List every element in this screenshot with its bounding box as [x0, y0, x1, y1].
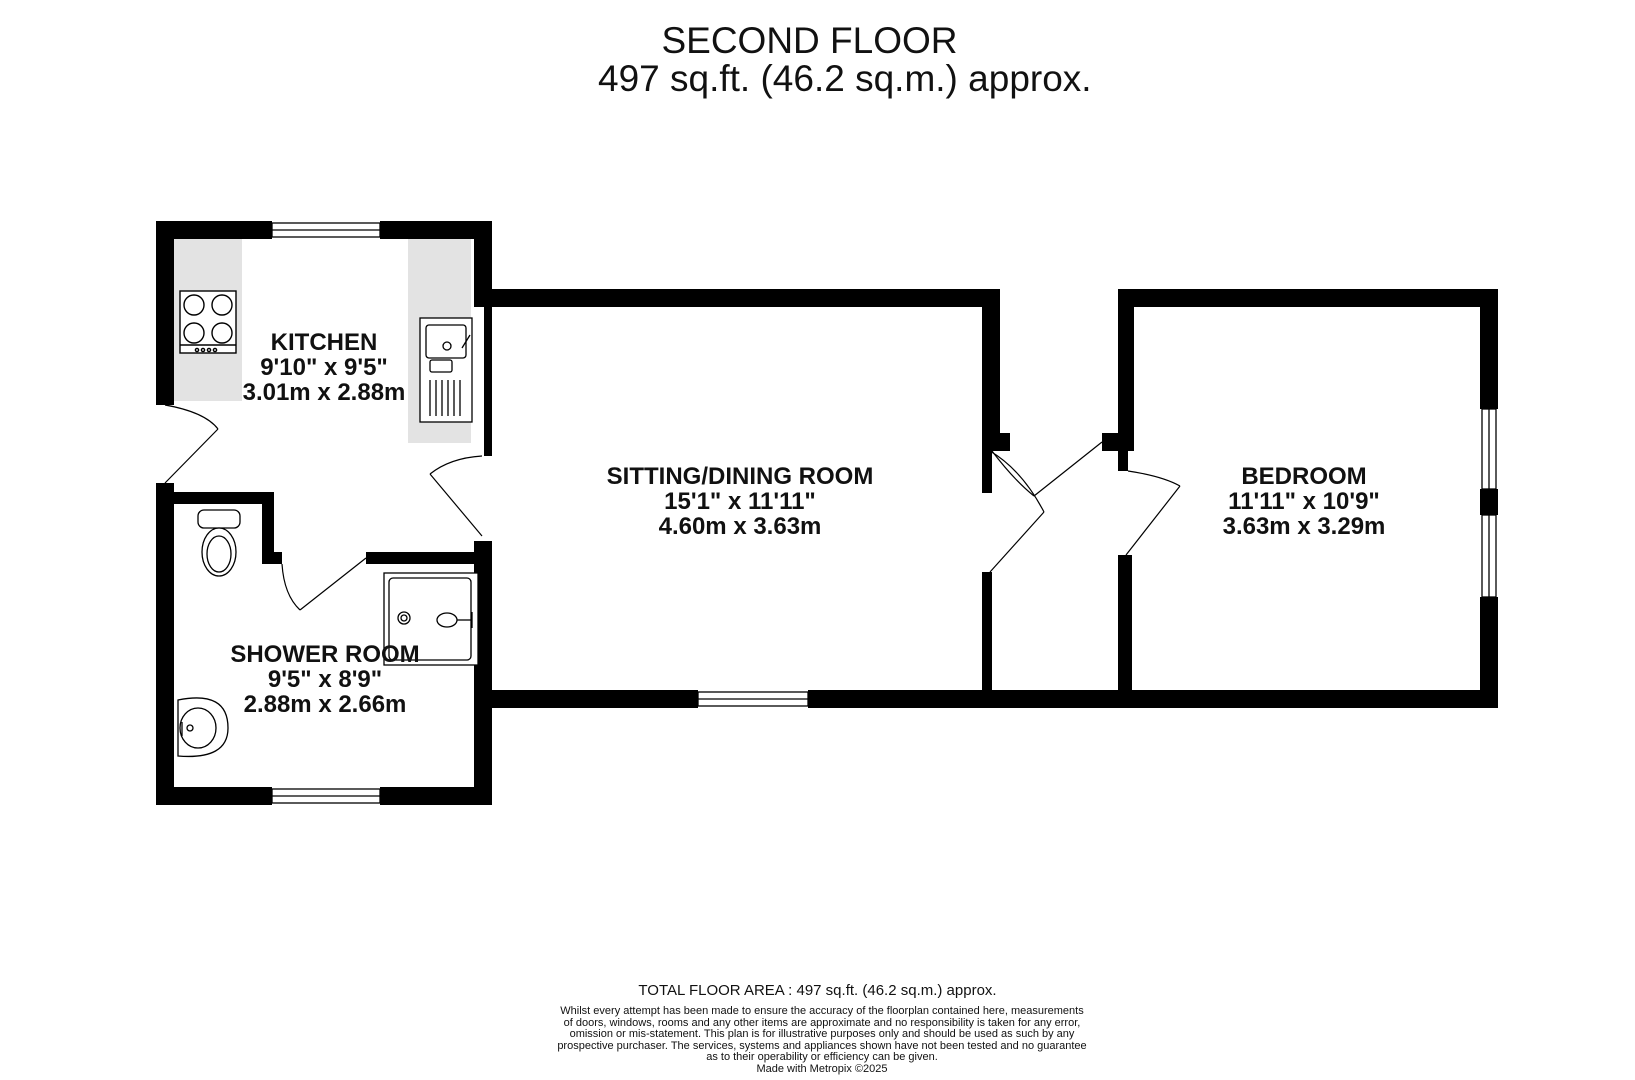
room-dim-metric: 3.01m x 2.88m [242, 379, 406, 406]
room-name: BEDROOM [1241, 463, 1367, 490]
room-dim-imperial: 9'10" x 9'5" [260, 354, 388, 381]
disclaimer: Whilst every attempt has been made to en… [522, 1005, 1122, 1076]
disclaimer-line: prospective purchaser. The services, sys… [557, 1039, 1087, 1052]
floor-area: 497 sq.ft. (46.2 sq.m.) approx. [598, 58, 1092, 99]
disclaimer-line: as to their operability or efficiency ca… [706, 1051, 938, 1064]
room-label-bedroom: BEDROOM 11'11" x 10'9" 3.63m x 3.29m [1194, 464, 1414, 539]
room-label-kitchen: KITCHEN 9'10" x 9'5" 3.01m x 2.88m [224, 330, 424, 405]
credit: Made with Metropix ©2025 [756, 1062, 888, 1075]
room-name: SITTING/DINING ROOM [606, 463, 874, 490]
disclaimer-line: omission or mis-statement. This plan is … [569, 1028, 1075, 1041]
room-label-shower-room: SHOWER ROOM 9'5" x 8'9" 2.88m x 2.66m [210, 642, 440, 717]
kitchen-sink-icon [419, 317, 473, 423]
room-name: KITCHEN [270, 329, 378, 356]
room-dim-imperial: 9'5" x 8'9" [267, 666, 383, 693]
floor-title: SECOND FLOOR [661, 20, 958, 61]
room-dim-imperial: 15'1" x 11'11" [664, 488, 816, 515]
door-swings [164, 404, 1181, 611]
windows [271, 222, 1497, 804]
room-dim-metric: 4.60m x 3.63m [658, 513, 822, 540]
room-name: SHOWER ROOM [230, 641, 420, 668]
shower-tray-icon [383, 572, 479, 666]
room-label-sitting-dining: SITTING/DINING ROOM 15'1" x 11'11" 4.60m… [560, 464, 920, 539]
toilet-icon [197, 509, 241, 577]
walls [156, 221, 1498, 805]
room-dim-imperial: 11'11" x 10'9" [1228, 488, 1380, 515]
disclaimer-line: Whilst every attempt has been made to en… [560, 1005, 1084, 1017]
room-dim-metric: 2.88m x 2.66m [243, 691, 407, 718]
disclaimer-line: of doors, windows, rooms and any other i… [563, 1016, 1081, 1029]
room-dim-metric: 3.63m x 3.29m [1222, 513, 1386, 540]
total-floor-area: TOTAL FLOOR AREA : 497 sq.ft. (46.2 sq.m… [638, 982, 997, 999]
basin-icon [177, 697, 229, 758]
hob-icon [179, 290, 237, 354]
